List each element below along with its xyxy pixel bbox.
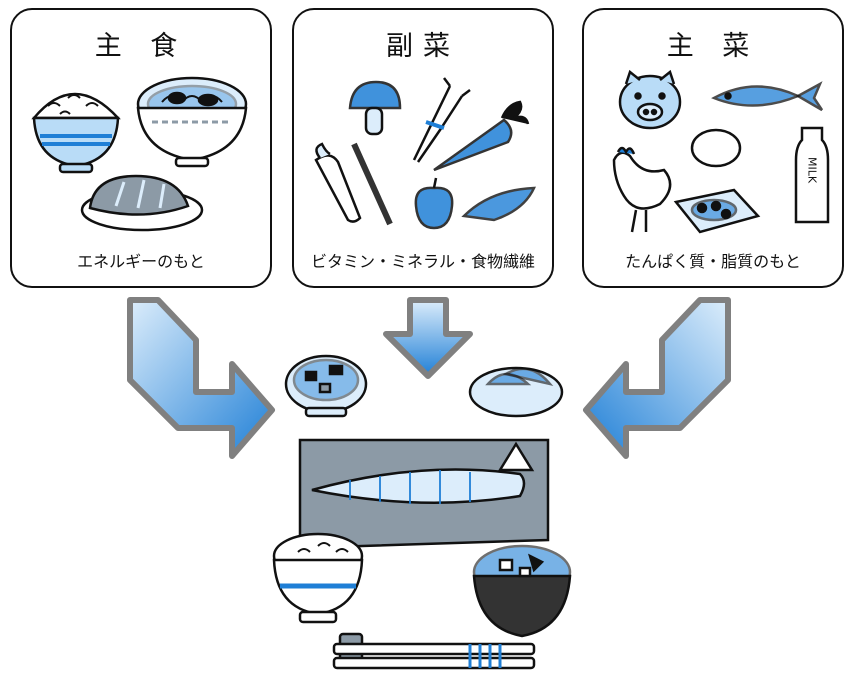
chicken-icon [612,146,672,233]
pig-icon [618,69,682,130]
carrot-icon [433,100,530,172]
egg-icon [690,128,742,168]
bread-icon [80,174,204,232]
panel-title: 主 食 [94,31,188,62]
panel-title: 副菜 [386,31,460,62]
mushroom-icon [348,80,402,136]
miso-soup-icon [472,544,572,638]
rice-bowl-icon [31,92,121,174]
daikon-icon [314,142,362,223]
side-dish-bowl-icon [284,354,368,418]
panel-side-dish: 副菜 ビタミン・ミネラル・食物繊維 [292,8,554,288]
arrow-from-main-icon [583,297,731,459]
chopsticks-icon [332,632,536,670]
meal-rice-bowl-icon [272,532,364,624]
noodle-bowl-icon [136,76,248,168]
panel-title: 主 菜 [666,31,760,62]
arrow-from-side-icon [383,297,473,379]
natto-icon [673,188,761,234]
arrow-from-staple-icon [127,297,275,459]
milk-icon: MILK [794,126,830,224]
green-onion-icon [412,77,471,163]
panel-main-dish: 主 菜 MILK たんぱく質 [582,8,844,288]
panel-side-art [314,77,536,230]
apple-icon [414,177,454,230]
grilled-fish-icon [298,438,550,550]
panel-caption: たんぱく質・脂質のもと [625,252,801,271]
sweet-potato-icon [461,186,536,222]
panel-caption: エネルギーのもと [77,252,205,271]
panel-staple-food: 主 食 エネルギーのもと [10,8,272,288]
panel-main-art: MILK [612,69,830,234]
panel-caption: ビタミン・ミネラル・食物繊維 [310,252,535,271]
fish-icon [711,81,824,112]
pickles-plate-icon [468,366,564,418]
panel-staple-art [31,76,248,232]
burdock-icon [351,142,393,226]
milk-label: MILK [806,157,819,184]
onigiri-icon [497,441,535,472]
